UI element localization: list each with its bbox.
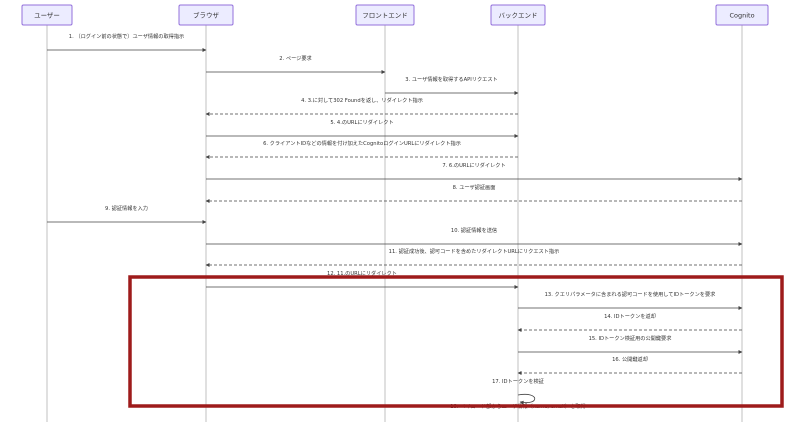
message-7: 7. 6.のURLにリダイレクト: [206, 161, 743, 181]
message-label: 7. 6.のURLにリダイレクト: [442, 161, 505, 169]
message-17: 17. IDトークンを検証: [492, 377, 544, 405]
message-label: 6. クライアントIDなどの情報を付け加えたCognitoログインURLにリダイ…: [263, 139, 461, 147]
actor-label-backend: バックエンド: [499, 12, 538, 20]
actor-label-cognito: Cognito: [729, 12, 754, 20]
message-label: 3. ユーザ情報を取得するAPIリクエスト: [405, 75, 498, 83]
actor-box-user: [21, 4, 73, 26]
message-label: 4. 3.に対して302 Foundを返し、リダイレクト指示: [301, 96, 423, 104]
message-label: 9. 認証情報を入力: [105, 204, 148, 212]
message-1: 1. （ログイン前の状態で）ユーザ情報の取得指示: [47, 32, 207, 52]
message-11: 11. 認証成功後、認可コードを含めたリダイレクトURLにリクエスト指示: [205, 247, 742, 267]
message-label: 2. ページ要求: [279, 54, 312, 62]
message-3: 3. ユーザ情報を取得するAPIリクエスト: [385, 75, 519, 95]
actor-box-cognito: [715, 4, 769, 26]
message-label: 14. IDトークンを返却: [604, 312, 656, 320]
message-8: 8. ユーザ認証画面: [205, 183, 742, 203]
message-2: 2. ページ要求: [206, 54, 386, 74]
message-label: 5. 4.のURLにリダイレクト: [330, 118, 393, 126]
message-5: 5. 4.のURLにリダイレクト: [206, 118, 519, 138]
message-13: 13. クエリパラメータに含まれる認可コードを使用してIDトークンを要求: [518, 290, 743, 310]
message-10: 10. 認証情報を送信: [206, 226, 743, 246]
message-label: 17. IDトークンを検証: [492, 377, 544, 385]
message-label: 16. 公開鍵返却: [612, 355, 648, 363]
actor-label-browser: ブラウザ: [193, 11, 220, 20]
highlight-box: [128, 275, 784, 408]
message-label: 1. （ログイン前の状態で）ユーザ情報の取得指示: [69, 32, 184, 40]
message-15: 15. IDトークン検証用の公開鍵要求: [518, 334, 743, 354]
message-12: 12. 11.のURLにリダイレクト: [206, 269, 519, 289]
message-16: 16. 公開鍵返却: [517, 355, 742, 375]
message-label: 11. 認証成功後、認可コードを含めたリダイレクトURLにリクエスト指示: [389, 247, 560, 255]
actor-label-user: ユーザー: [34, 12, 60, 20]
actor-box-backend: [490, 4, 546, 26]
actor-box-browser: [178, 4, 234, 26]
message-label: 12. 11.のURLにリダイレクト: [327, 269, 397, 277]
message-14: 14. IDトークンを返却: [517, 312, 742, 332]
message-9: 9. 認証情報を入力: [47, 204, 207, 224]
message-label: 8. ユーザ認証画面: [453, 183, 496, 191]
self-loop-arrow: [517, 393, 536, 405]
message-label: 10. 認証情報を送信: [451, 226, 497, 234]
message-label: 15. IDトークン検証用の公開鍵要求: [589, 334, 673, 342]
message-label: 13. クエリパラメータに含まれる認可コードを使用してIDトークンを要求: [545, 290, 717, 298]
actor-box-frontend: [355, 4, 415, 26]
actor-label-frontend: フロントエンド: [362, 12, 408, 20]
message-4: 4. 3.に対して302 Foundを返し、リダイレクト指示: [205, 96, 518, 116]
message-6: 6. クライアントIDなどの情報を付け加えたCognitoログインURLにリダイ…: [205, 139, 518, 159]
